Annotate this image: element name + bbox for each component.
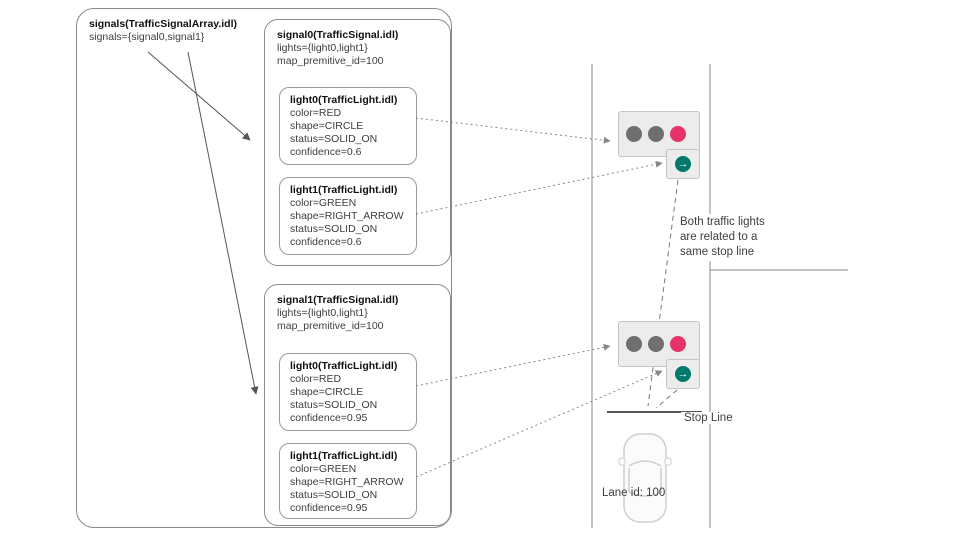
traffic-light-bottom: →: [618, 321, 700, 389]
light-title: light1(TrafficLight.idl): [290, 184, 398, 196]
signal0-map-line: map_premitive_id=100: [277, 55, 384, 67]
light-status: status=SOLID_ON: [290, 223, 378, 235]
light-title: light0(TrafficLight.idl): [290, 360, 398, 372]
light-status: status=SOLID_ON: [290, 399, 378, 411]
light-green-arrow-icon: →: [675, 156, 691, 172]
signal1-box: signal1(TrafficSignal.idl) lights={light…: [264, 284, 451, 526]
note-line: Both traffic lights: [680, 216, 765, 228]
car-top-view-icon: [618, 433, 672, 523]
note-line: same stop line: [680, 246, 755, 258]
light-confidence: confidence=0.6: [290, 236, 362, 248]
light-green-arrow-icon: →: [675, 366, 691, 382]
light-confidence: confidence=0.95: [290, 502, 368, 514]
light-color: color=GREEN: [290, 197, 357, 209]
light-off-icon: [626, 126, 642, 142]
light-color: color=GREEN: [290, 463, 357, 475]
array-box-title: signals(TrafficSignalArray.idl): [89, 18, 238, 30]
light-off-icon: [648, 126, 664, 142]
light-title: light1(TrafficLight.idl): [290, 450, 398, 462]
light-confidence: confidence=0.6: [290, 146, 362, 158]
light-red-icon: [670, 336, 686, 352]
lane-id-label: Lane id: 100: [602, 487, 666, 499]
light-red-icon: [670, 126, 686, 142]
stop-line-label: Stop Line: [681, 412, 736, 424]
light-off-icon: [626, 336, 642, 352]
signal1-title: signal1(TrafficSignal.idl): [277, 294, 399, 306]
light-color: color=RED: [290, 373, 342, 385]
signal0-light1-box: light1(TrafficLight.idl) color=GREEN sha…: [279, 177, 417, 255]
green-arrow-housing: →: [666, 149, 700, 179]
signal0-lights-line: lights={light0,light1}: [277, 42, 368, 54]
light-title: light0(TrafficLight.idl): [290, 94, 398, 106]
dotted-arrow-signal0-light1-to-top-green: [415, 160, 663, 215]
light-shape: shape=CIRCLE: [290, 386, 364, 398]
signal1-map-line: map_premitive_id=100: [277, 320, 384, 332]
note-line: are related to a: [680, 231, 758, 243]
signal1-light1-box: light1(TrafficLight.idl) color=GREEN sha…: [279, 443, 417, 519]
light-confidence: confidence=0.95: [290, 412, 368, 424]
light-color: color=RED: [290, 107, 342, 119]
signal0-title: signal0(TrafficSignal.idl): [277, 29, 399, 41]
signal1-lights-line: lights={light0,light1}: [277, 307, 368, 319]
light-shape: shape=RIGHT_ARROW: [290, 476, 404, 488]
signal1-light0-box: light0(TrafficLight.idl) color=RED shape…: [279, 353, 417, 431]
traffic-light-top: →: [618, 111, 700, 179]
traffic-signal-array-box: signals(TrafficSignalArray.idl) signals=…: [76, 8, 452, 528]
light-shape: shape=RIGHT_ARROW: [290, 210, 404, 222]
green-arrow-housing: →: [666, 359, 700, 389]
signal0-box: signal0(TrafficSignal.idl) lights={light…: [264, 19, 451, 266]
array-box-subtitle: signals={signal0,signal1}: [89, 31, 205, 43]
light-status: status=SOLID_ON: [290, 133, 378, 145]
stop-line-note: Both traffic lights are related to a sam…: [678, 214, 767, 261]
light-status: status=SOLID_ON: [290, 489, 378, 501]
light-shape: shape=CIRCLE: [290, 120, 364, 132]
signal0-light0-box: light0(TrafficLight.idl) color=RED shape…: [279, 87, 417, 165]
light-off-icon: [648, 336, 664, 352]
